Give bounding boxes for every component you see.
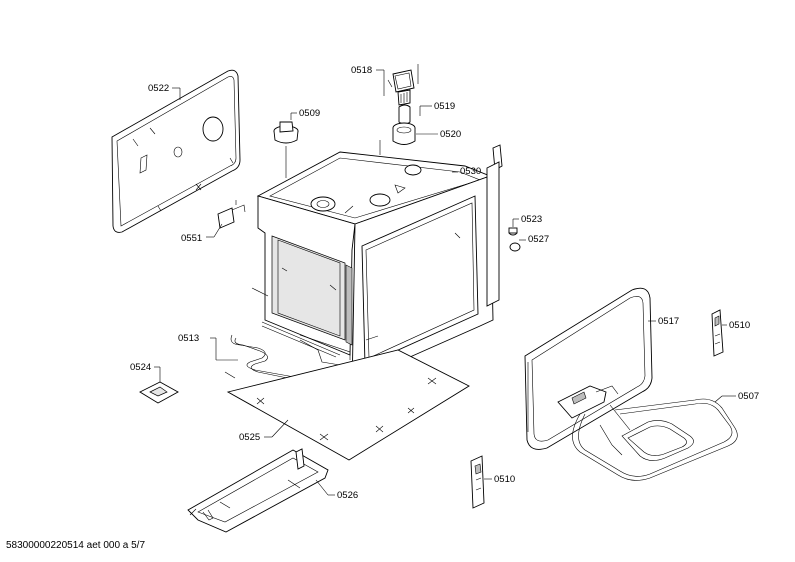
part-0522-rear-panel xyxy=(111,69,241,233)
label-0510-lower: 0510 xyxy=(494,474,515,485)
label-0527: 0527 xyxy=(528,234,549,245)
part-0526-base-plate xyxy=(187,448,329,533)
drawing-reference-footer: 58300000220514 aet 000 a 5/7 xyxy=(6,540,146,551)
part-0524-pad xyxy=(139,381,179,404)
label-0513: 0513 xyxy=(178,333,199,344)
label-0523: 0523 xyxy=(521,214,542,225)
label-0525: 0525 xyxy=(239,432,260,443)
part-0510-hinge-bracket-lower xyxy=(470,455,485,509)
part-0519-lamp-bulb xyxy=(398,104,411,125)
part-0510-hinge-bracket-upper xyxy=(711,309,724,357)
part-0520-lamp-cover xyxy=(392,122,416,145)
label-0519: 0519 xyxy=(434,101,455,112)
label-0526: 0526 xyxy=(337,490,358,501)
label-0551: 0551 xyxy=(181,233,202,244)
label-0507: 0507 xyxy=(738,391,759,402)
part-0525-base-insulation xyxy=(226,349,470,461)
part-0523-fixing-clip xyxy=(508,227,518,236)
part-0509-thermostat-knob xyxy=(273,121,299,178)
label-0524: 0524 xyxy=(130,362,151,373)
part-0507-grill-heating-element xyxy=(557,385,738,481)
label-0518: 0518 xyxy=(351,65,372,76)
label-0510-upper: 0510 xyxy=(729,320,750,331)
part-0551-door-switch xyxy=(217,200,246,229)
label-0530: 0530 xyxy=(460,166,481,177)
label-0520: 0520 xyxy=(440,129,461,140)
label-0517: 0517 xyxy=(658,316,679,327)
label-0522: 0522 xyxy=(148,83,169,94)
part-0527-cap xyxy=(509,242,521,252)
label-0509: 0509 xyxy=(299,108,320,119)
part-0518-fan-motor xyxy=(387,64,419,106)
part-0530-oven-cavity xyxy=(251,144,503,396)
part-0517-grill-frame xyxy=(524,287,653,450)
